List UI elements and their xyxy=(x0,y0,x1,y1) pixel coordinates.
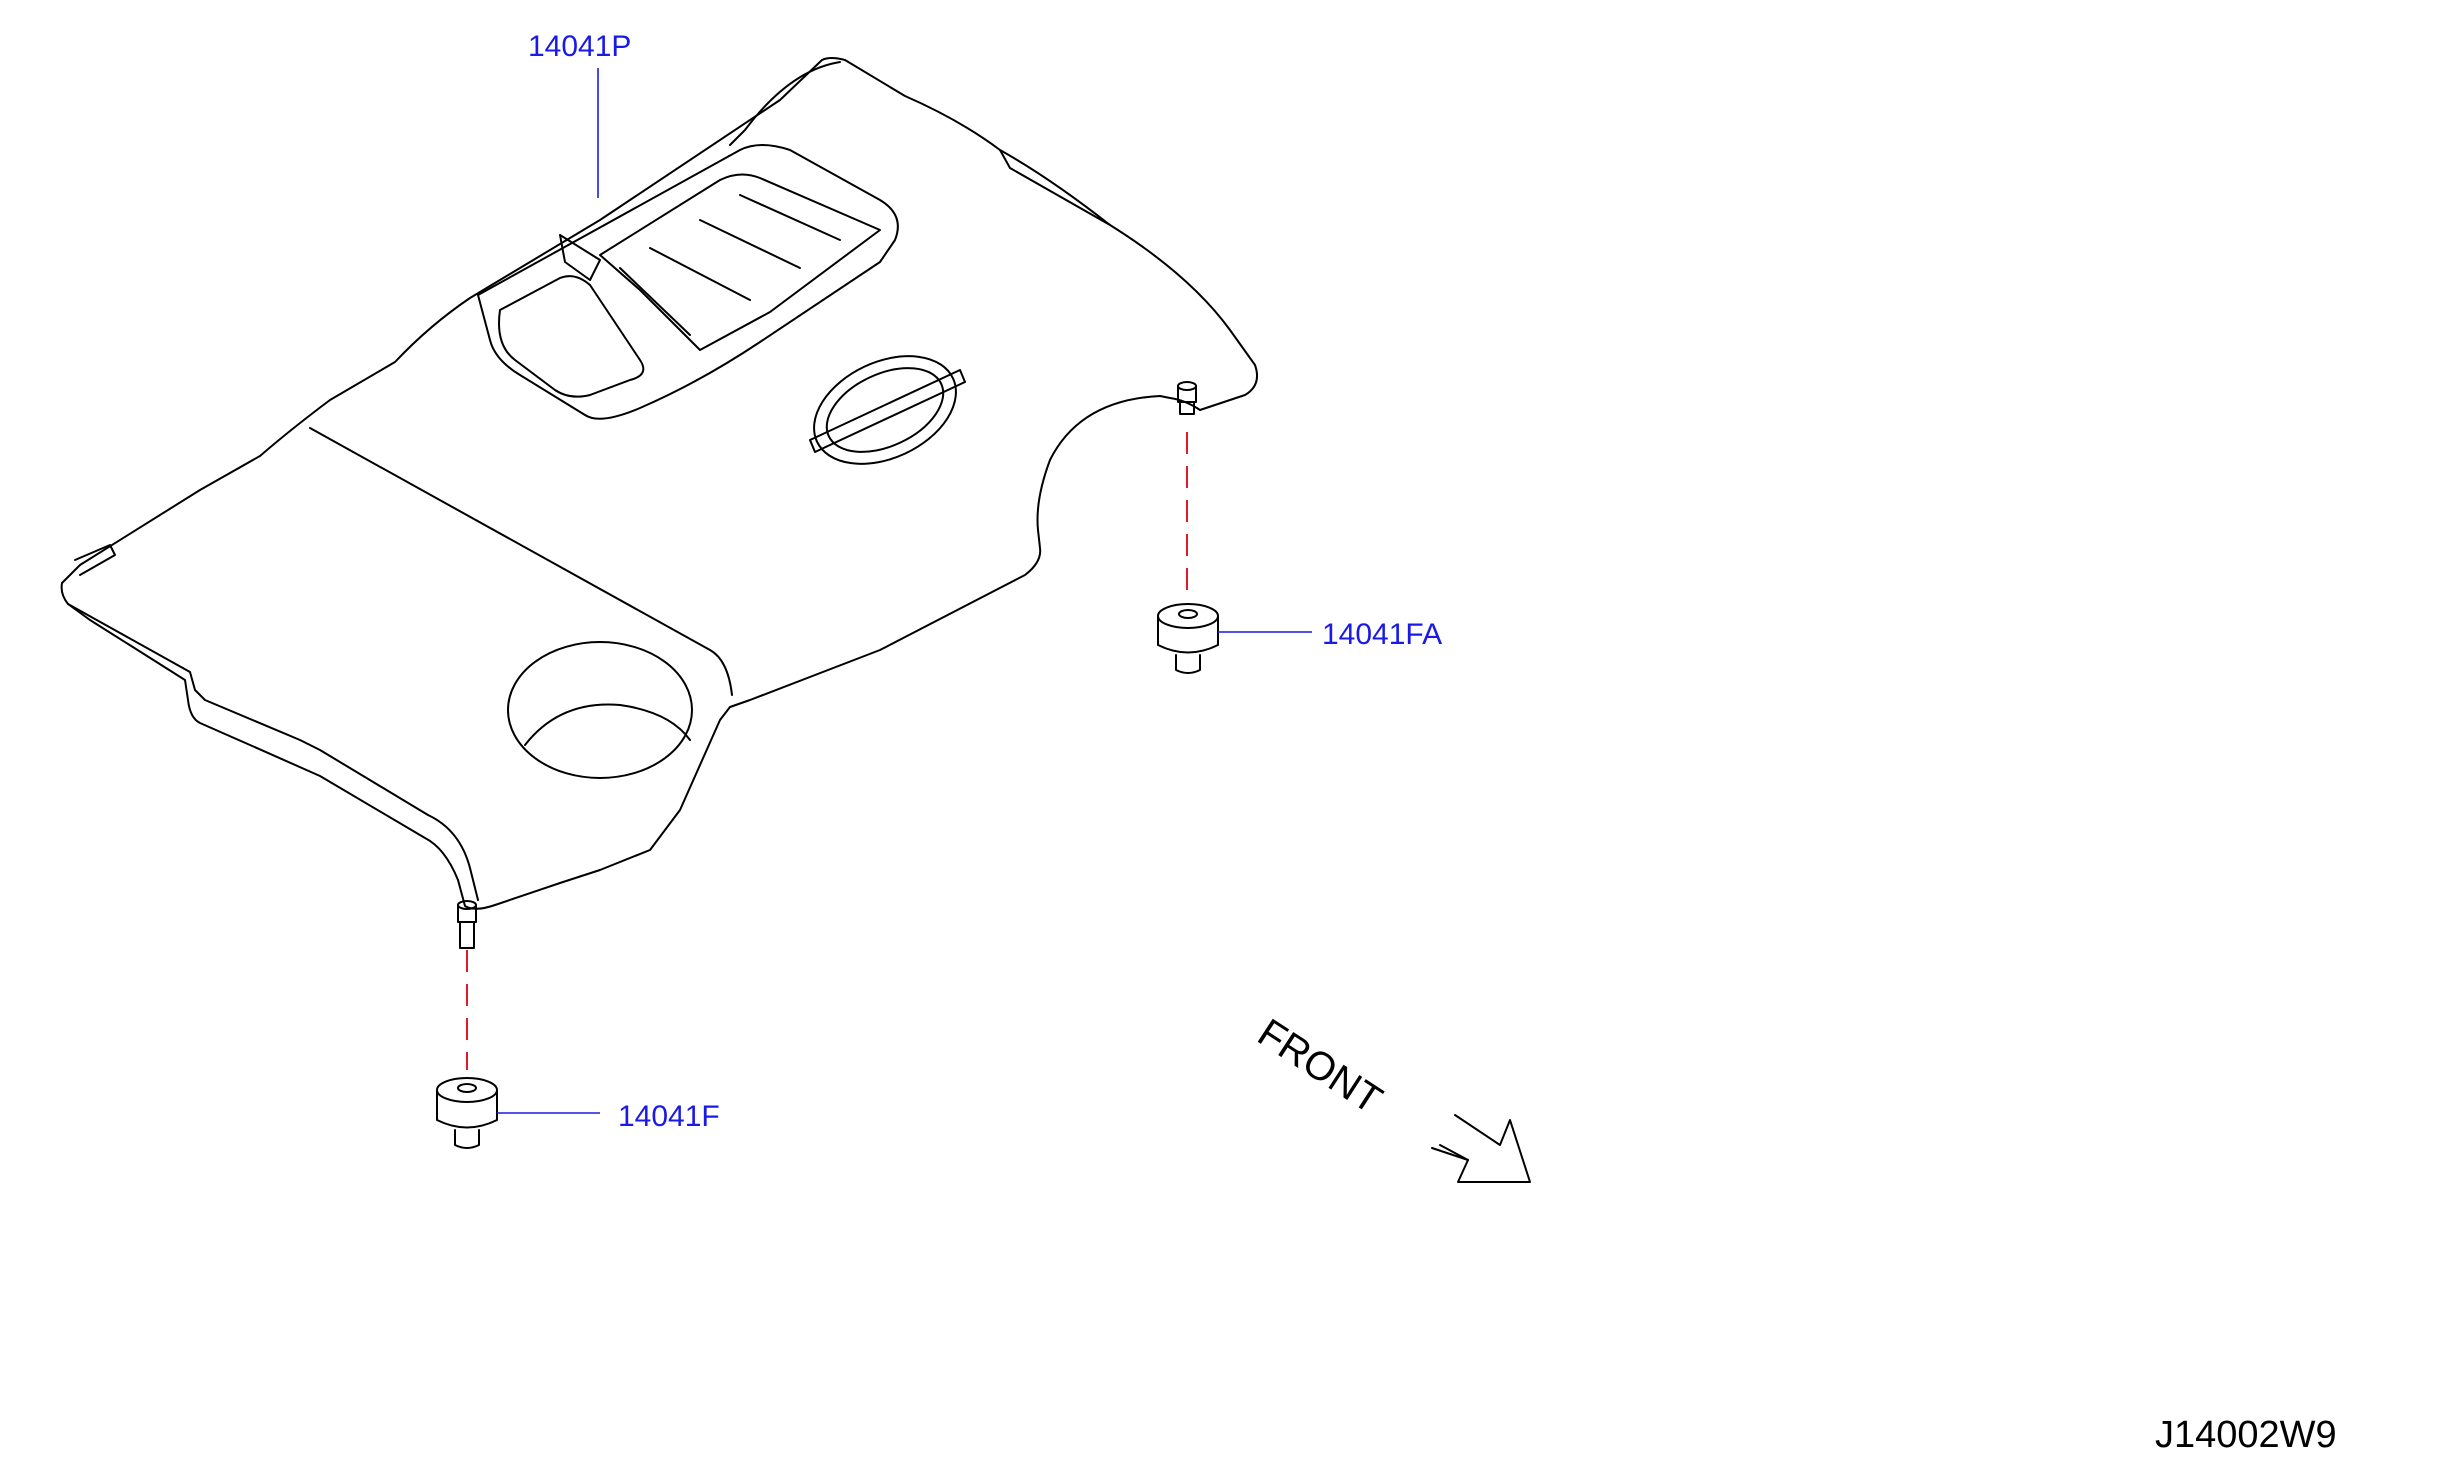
engine-cover-lip xyxy=(67,603,479,901)
cover-contour-top xyxy=(729,61,841,146)
diagram-reference-code: J14002W9 xyxy=(2155,1414,2337,1456)
intake-ridge-inner xyxy=(498,275,645,398)
engine-cover-outline xyxy=(60,57,1258,910)
engine-cover-ridge xyxy=(309,427,733,696)
intake-channel-1 xyxy=(599,173,881,351)
grommet-rear-hole xyxy=(1178,609,1198,619)
emblem-icon xyxy=(809,355,966,465)
intake-ridge-frame xyxy=(477,144,899,420)
grommet-front-hole xyxy=(457,1083,477,1093)
callout-grommet-front[interactable]: 14041F xyxy=(618,1100,720,1133)
intake-channel-3 xyxy=(559,234,601,281)
grommet-front-body xyxy=(436,1089,498,1129)
front-mount-stud xyxy=(457,900,477,949)
callout-cover[interactable]: 14041P xyxy=(528,30,631,63)
cover-contour-right xyxy=(999,149,1111,226)
front-direction-label: FRONT xyxy=(1250,1011,1390,1123)
intake-channel-2 xyxy=(619,194,841,336)
grommet-rear-stem xyxy=(1175,654,1201,674)
grommet-front-stem xyxy=(454,1129,480,1149)
grommet-front[interactable] xyxy=(436,950,600,1149)
grommet-rear[interactable] xyxy=(1157,432,1312,674)
engine-cover[interactable] xyxy=(60,57,1258,949)
grommet-rear-body xyxy=(1157,615,1219,654)
rear-mount-stud xyxy=(1177,381,1197,415)
engine-cover-notch xyxy=(74,544,116,576)
filler-opening xyxy=(507,641,693,779)
grommet-rear-top xyxy=(1157,603,1219,629)
callout-grommet-rear[interactable]: 14041FA xyxy=(1322,618,1442,651)
grommet-front-top xyxy=(436,1077,498,1103)
front-arrow-tail-icon xyxy=(1439,1144,1469,1161)
